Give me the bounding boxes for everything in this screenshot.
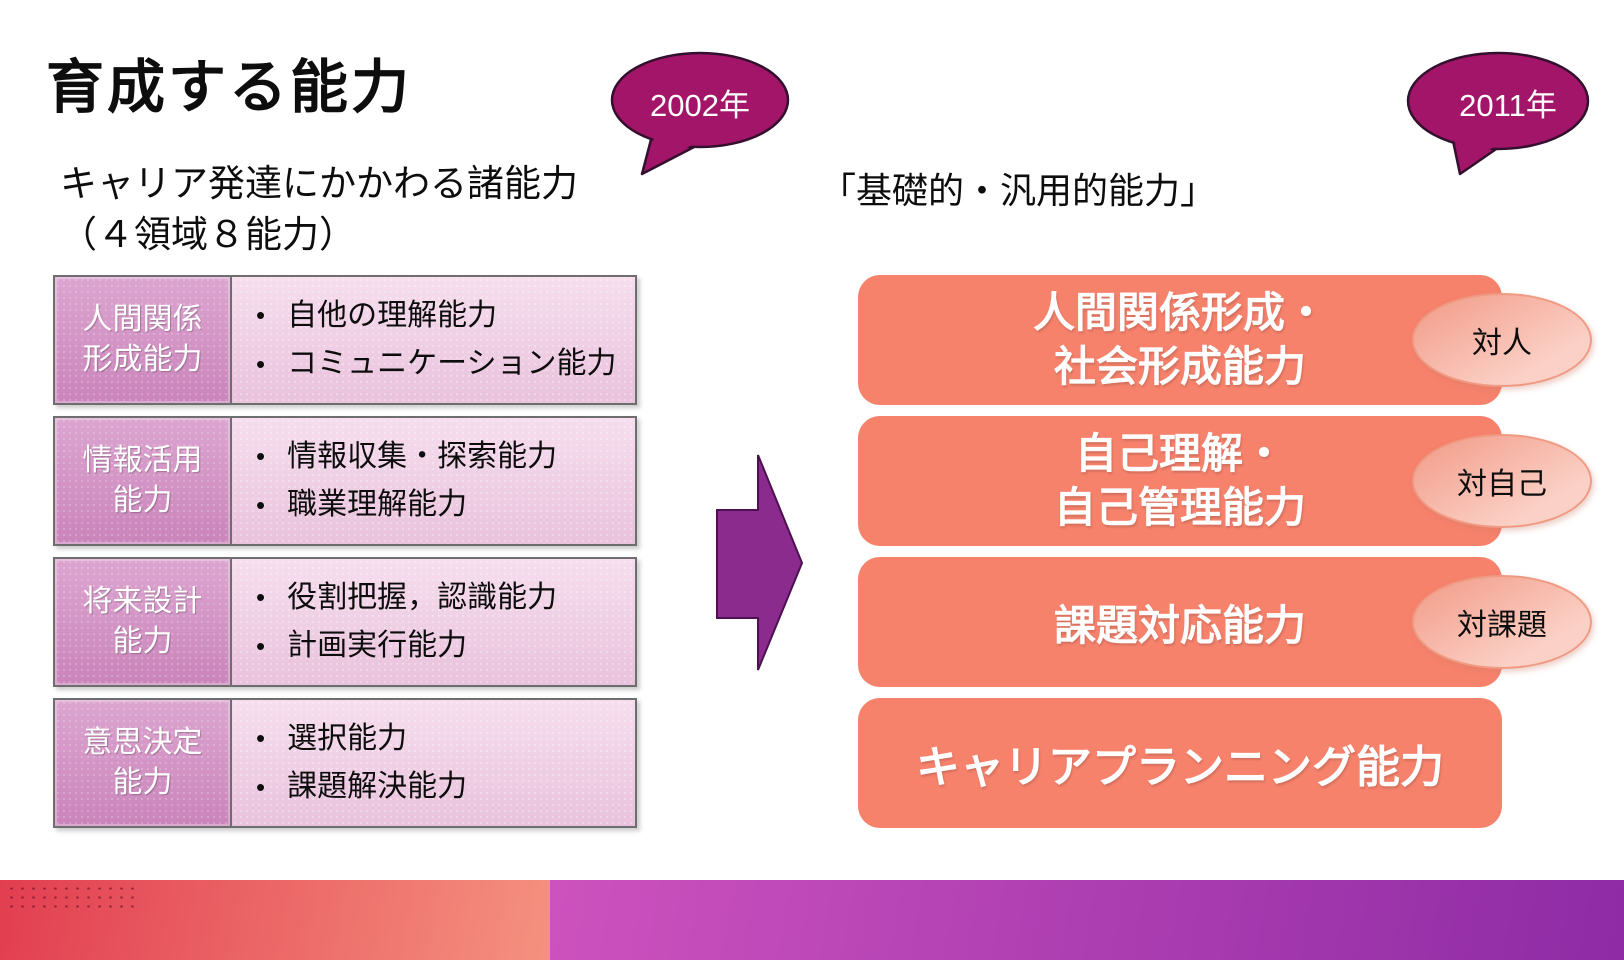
ability-box: キャリアプランニング能力 xyxy=(858,698,1502,828)
ability-box-label: 自己理解・ 自己管理能力 xyxy=(1053,430,1306,531)
bullet-item: 課題解決能力 xyxy=(256,767,635,808)
bullet-item: 計画実行能力 xyxy=(256,626,635,667)
row-header-cell: 意思決定 能力 xyxy=(55,700,232,826)
tag-label: 対人 xyxy=(1472,327,1532,360)
table-row: 意思決定 能力 選択能力 課題解決能力 xyxy=(53,698,637,828)
ability-box: 自己理解・ 自己管理能力 xyxy=(858,416,1502,546)
footer-bar-left xyxy=(0,880,550,960)
row-body-cell: 情報収集・探索能力 職業理解能力 xyxy=(232,418,635,544)
bullet-item: コミュニケーション能力 xyxy=(256,344,635,385)
ability-box: 課題対応能力 xyxy=(858,557,1502,687)
bullet-item: 情報収集・探索能力 xyxy=(256,437,635,478)
year-badge-2002: 2002年 xyxy=(598,48,798,188)
bullet-item: 自他の理解能力 xyxy=(256,296,635,337)
row-body-cell: 自他の理解能力 コミュニケーション能力 xyxy=(232,277,635,403)
footer-bar-right xyxy=(550,880,1624,960)
right-arrow xyxy=(700,445,815,680)
left-panel-heading: キャリア発達にかかわる諸能力 （４領域８能力） xyxy=(60,163,578,256)
speech-bubble-icon xyxy=(1406,51,1590,176)
ability-box: 人間関係形成・ 社会形成能力 xyxy=(858,275,1502,405)
row-body-cell: 選択能力 課題解決能力 xyxy=(232,700,635,826)
year-badge-2011-label: 2011年 xyxy=(1459,88,1557,123)
tag-label: 対課題 xyxy=(1457,609,1547,642)
table-row: 情報活用 能力 情報収集・探索能力 職業理解能力 xyxy=(53,416,637,546)
year-badge-2011: 2011年 xyxy=(1406,48,1606,188)
row-header-cell: 人間関係 形成能力 xyxy=(55,277,232,403)
table-row: 人間関係 形成能力 自他の理解能力 コミュニケーション能力 xyxy=(53,275,637,405)
speech-bubble-icon xyxy=(610,51,790,176)
page-title: 育成する能力 xyxy=(46,55,413,120)
right-arrow-icon xyxy=(716,454,804,671)
ability-box-label: 人間関係形成・ 社会形成能力 xyxy=(1032,289,1327,390)
row-body-cell: 役割把握，認識能力 計画実行能力 xyxy=(232,559,635,685)
ability-box-label: 課題対応能力 xyxy=(1053,601,1306,649)
tag-ellipse: 対自己 xyxy=(1412,434,1592,528)
bullet-item: 選択能力 xyxy=(256,719,635,760)
row-header-cell: 将来設計 能力 xyxy=(55,559,232,685)
tag-label: 対自己 xyxy=(1457,468,1547,501)
tag-ellipse: 対課題 xyxy=(1412,575,1592,669)
table-row: 将来設計 能力 役割把握，認識能力 計画実行能力 xyxy=(53,557,637,687)
bullet-item: 職業理解能力 xyxy=(256,485,635,526)
bullet-item: 役割把握，認識能力 xyxy=(256,578,635,619)
year-badge-2002-label: 2002年 xyxy=(650,88,750,123)
tag-ellipse: 対人 xyxy=(1412,293,1592,387)
ability-box-label: キャリアプランニング能力 xyxy=(916,743,1444,792)
right-panel-heading: 「基礎的・汎用的能力」 xyxy=(820,170,1217,211)
row-header-cell: 情報活用 能力 xyxy=(55,418,232,544)
